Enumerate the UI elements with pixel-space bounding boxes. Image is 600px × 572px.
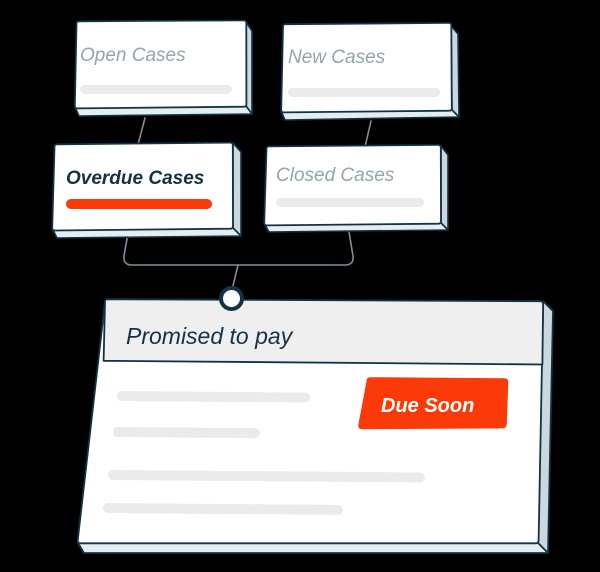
connector-new-to-closed (364, 120, 372, 148)
card-open-cases-label: Open Cases (80, 45, 186, 66)
panel-skeleton-line-2 (112, 427, 260, 439)
connector-junction-drop (231, 264, 239, 291)
panel-bottom-edge (77, 542, 549, 554)
panel-header-band (102, 298, 544, 366)
card-open-cases-skeleton-bar (80, 85, 232, 94)
card-overdue-cases-label: Overdue Cases (66, 168, 204, 189)
card-new-cases-label: New Cases (288, 47, 386, 68)
card-overdue-cases[interactable]: Overdue Cases (51, 141, 242, 239)
panel-title: Promised to pay (126, 323, 294, 349)
card-open-cases[interactable]: Open Cases (73, 19, 253, 117)
card-overdue-cases-accent-bar (66, 199, 212, 209)
junction-node-circle (219, 286, 244, 311)
status-badge-due-soon[interactable]: Due Soon (358, 377, 509, 430)
panel-skeleton-line-4 (102, 503, 343, 515)
card-new-cases-skeleton-bar (288, 88, 440, 97)
panel-skeleton-line-3 (107, 470, 425, 483)
card-closed-cases[interactable]: Closed Cases (263, 144, 449, 233)
panel-skeleton-line-1 (116, 391, 310, 403)
status-badge-shape (358, 377, 509, 430)
card-new-cases[interactable]: New Cases (280, 22, 460, 121)
card-closed-cases-skeleton-bar (276, 198, 424, 207)
card-overdue-cases-side (232, 142, 242, 237)
status-badge-label: Due Soon (381, 395, 474, 417)
junction-node[interactable] (219, 286, 244, 311)
panel-promised-to-pay[interactable]: Promised to pay Due Soon (76, 298, 554, 554)
card-closed-cases-label: Closed Cases (276, 165, 395, 186)
card-closed-cases-side (440, 145, 449, 231)
